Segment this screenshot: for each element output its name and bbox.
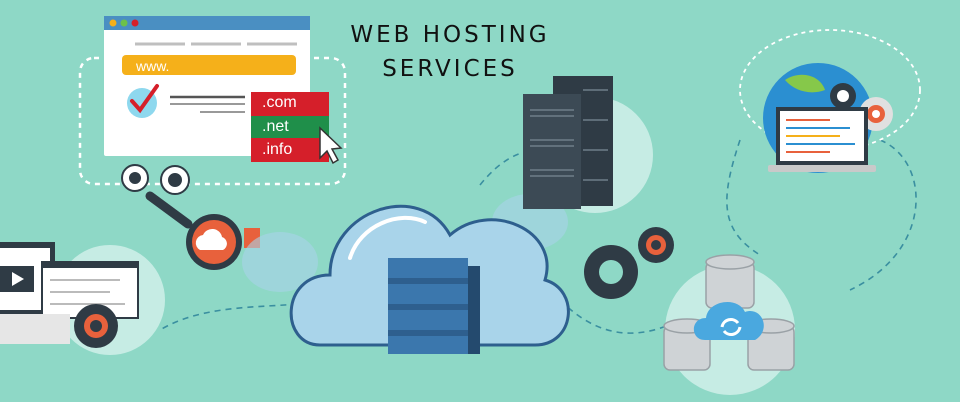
- gear-icon: [121, 164, 190, 195]
- domain-tabs: [251, 92, 329, 162]
- domain-item: .com: [262, 94, 297, 111]
- server-rack-icon: [523, 76, 613, 209]
- url-bar: [122, 55, 296, 75]
- laptop-icon: [768, 107, 876, 172]
- gear-icon: [584, 227, 674, 299]
- title-line-1: WEB HOSTING: [350, 22, 550, 48]
- gear-icon: [74, 304, 118, 348]
- laptop-icon: [0, 242, 139, 344]
- dashed-orbit: [739, 29, 921, 151]
- url-text: www.: [136, 58, 170, 74]
- checkmark-icon: [127, 84, 159, 118]
- domain-item: .info: [262, 141, 293, 158]
- sync-icon: [693, 301, 764, 340]
- magnifier-icon: [145, 191, 260, 270]
- cursor-arrow-icon: [319, 126, 343, 165]
- server-stack-icon: [388, 258, 480, 354]
- title-line-2: SERVICES: [382, 56, 518, 82]
- domain-item: .net: [262, 118, 289, 135]
- page-title: WEB HOSTING SERVICES: [330, 18, 570, 86]
